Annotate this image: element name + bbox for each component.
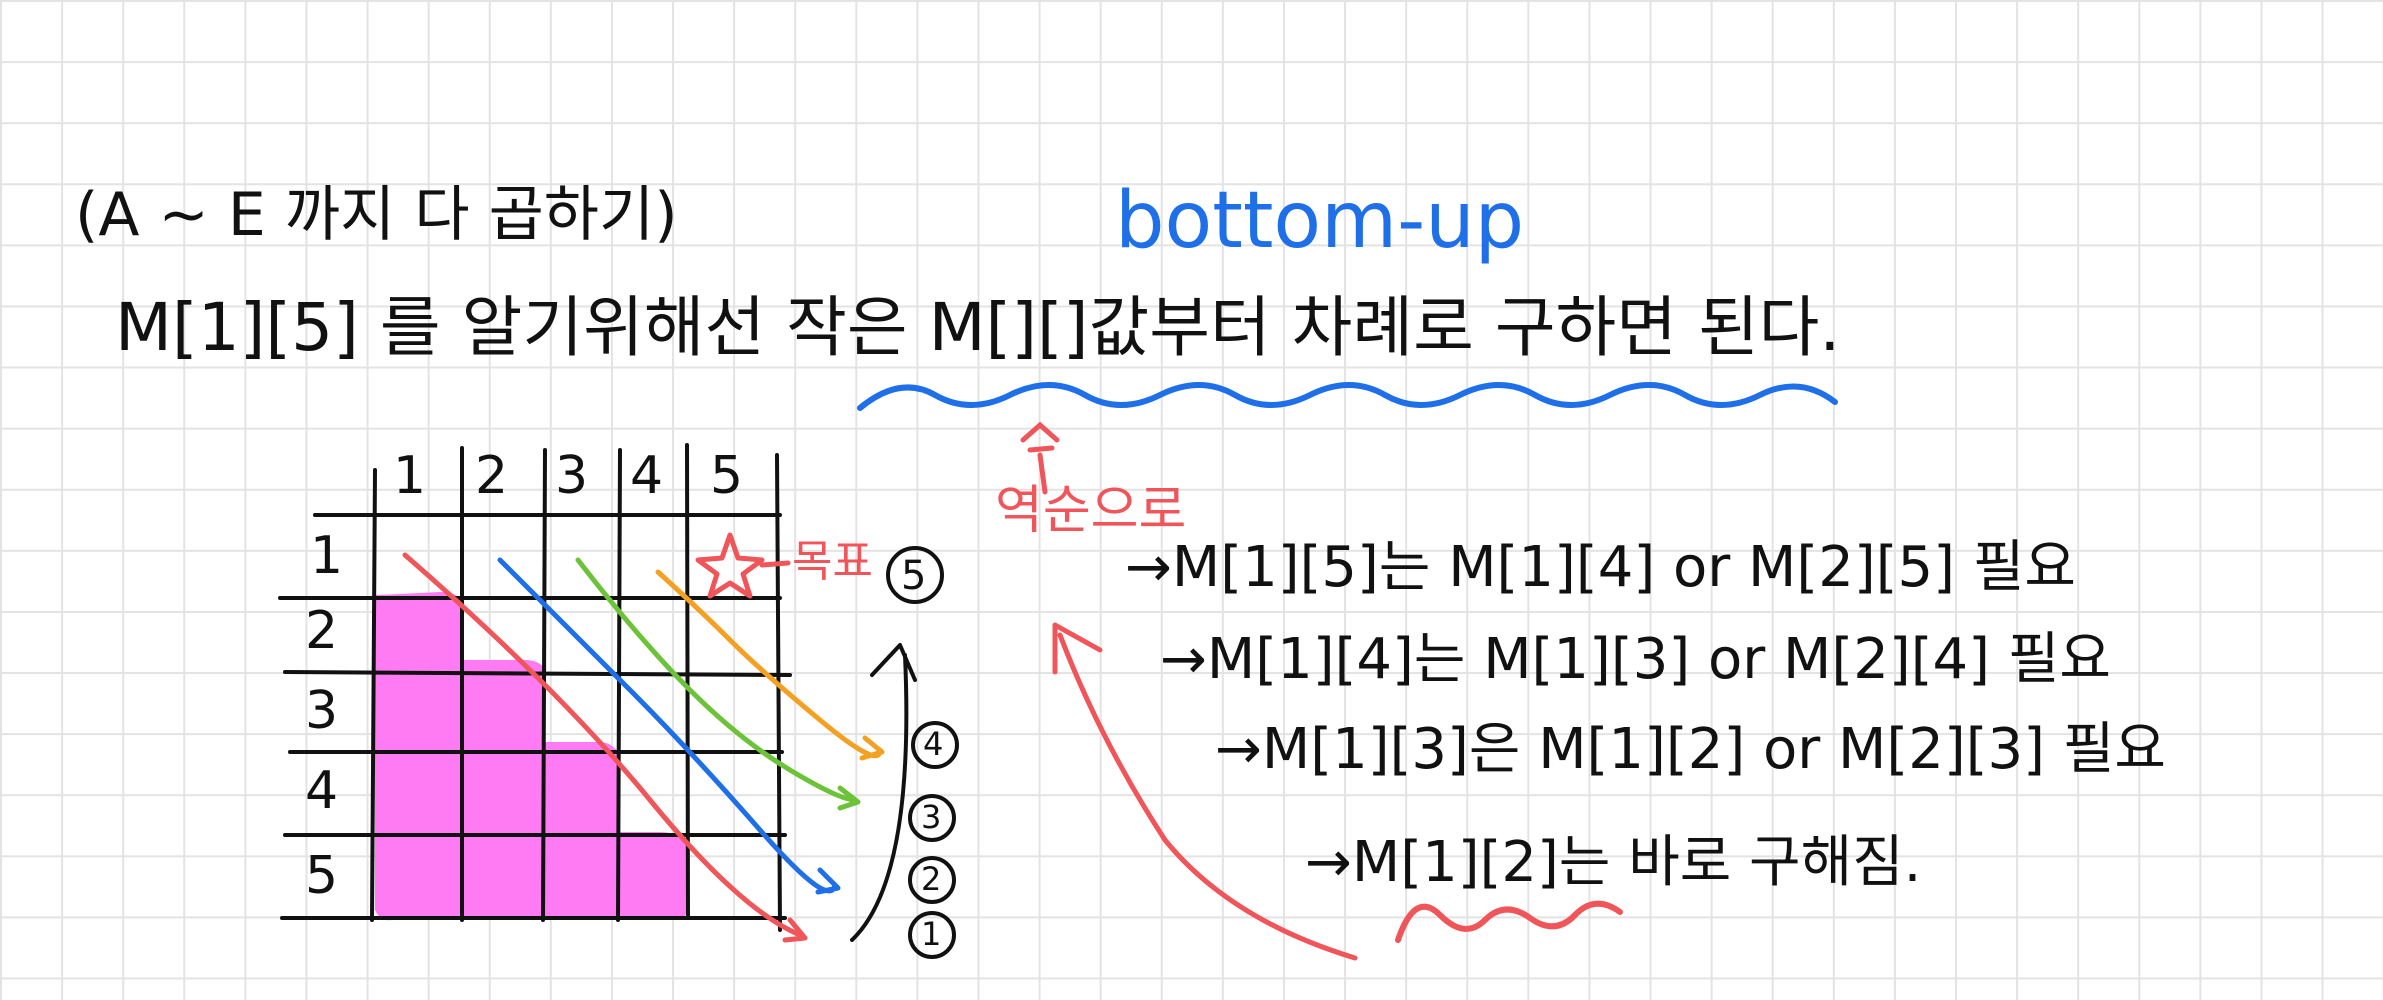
step-arrow-icon: →	[1215, 717, 1262, 782]
step-text: M[1][3]은 M[1][2] or M[2][3] 필요	[1261, 717, 2166, 782]
step-line-3: →M[1][3]은 M[1][2] or M[2][3] 필요	[1215, 722, 2166, 778]
step-arrow-icon: →	[1305, 830, 1352, 895]
order-number: 3	[921, 798, 942, 836]
order-arrow	[850, 643, 917, 942]
step-text: M[1][5]는 M[1][4] or M[2][5] 필요	[1171, 535, 2076, 600]
wavy-underline-blue	[857, 382, 1838, 411]
main-sentence: M[1][5] 를 알기위해선 작은 M[][]값부터 차례로 구하면 된다.	[115, 289, 1841, 366]
step-line-2: →M[1][4]는 M[1][3] or M[2][4] 필요	[1160, 632, 2111, 688]
big-red-arrow	[1052, 622, 1358, 961]
col-header: 2	[475, 446, 509, 506]
row-header: 3	[305, 681, 339, 741]
wavy-underline-red	[1395, 900, 1623, 943]
goal-label: 목표	[792, 536, 873, 587]
diagonal-arrow-blue	[497, 557, 841, 895]
order-number: 1	[921, 915, 942, 953]
diagonal-arrow-red	[402, 552, 808, 943]
header-paren: (A ~ E 까지 다 곱하기)	[75, 180, 678, 250]
goal-star-icon	[695, 532, 765, 599]
order-number: 5	[901, 553, 927, 599]
col-header: 3	[555, 446, 589, 506]
order-number: 4	[923, 725, 944, 763]
table-grid	[278, 443, 792, 932]
diagonal-arrow-orange	[655, 569, 885, 761]
step-line-1: →M[1][5]는 M[1][4] or M[2][5] 필요	[1125, 540, 2076, 596]
annotation-reverse: 역순으로	[995, 481, 1187, 541]
row-header: 1	[310, 526, 344, 586]
col-header: 4	[630, 446, 664, 506]
order-circles	[886, 546, 959, 959]
step-arrow-icon: →	[1125, 535, 1172, 600]
col-header: 1	[393, 446, 427, 506]
diagonal-arrow-green	[575, 557, 861, 811]
step-line-4: →M[1][2]는 바로 구해짐.	[1305, 835, 1921, 891]
bottom-up-label: bottom-up	[1115, 176, 1525, 266]
reverse-arrow	[1020, 421, 1060, 495]
col-header: 5	[710, 446, 744, 506]
step-text: M[1][2]는 바로 구해짐.	[1351, 830, 1922, 895]
row-header: 5	[305, 846, 339, 906]
order-number: 2	[921, 860, 942, 898]
step-text: M[1][4]는 M[1][3] or M[2][4] 필요	[1206, 627, 2111, 692]
step-arrow-icon: →	[1160, 627, 1207, 692]
row-header: 4	[305, 761, 339, 821]
filled-region	[374, 592, 688, 921]
row-header: 2	[305, 601, 339, 661]
